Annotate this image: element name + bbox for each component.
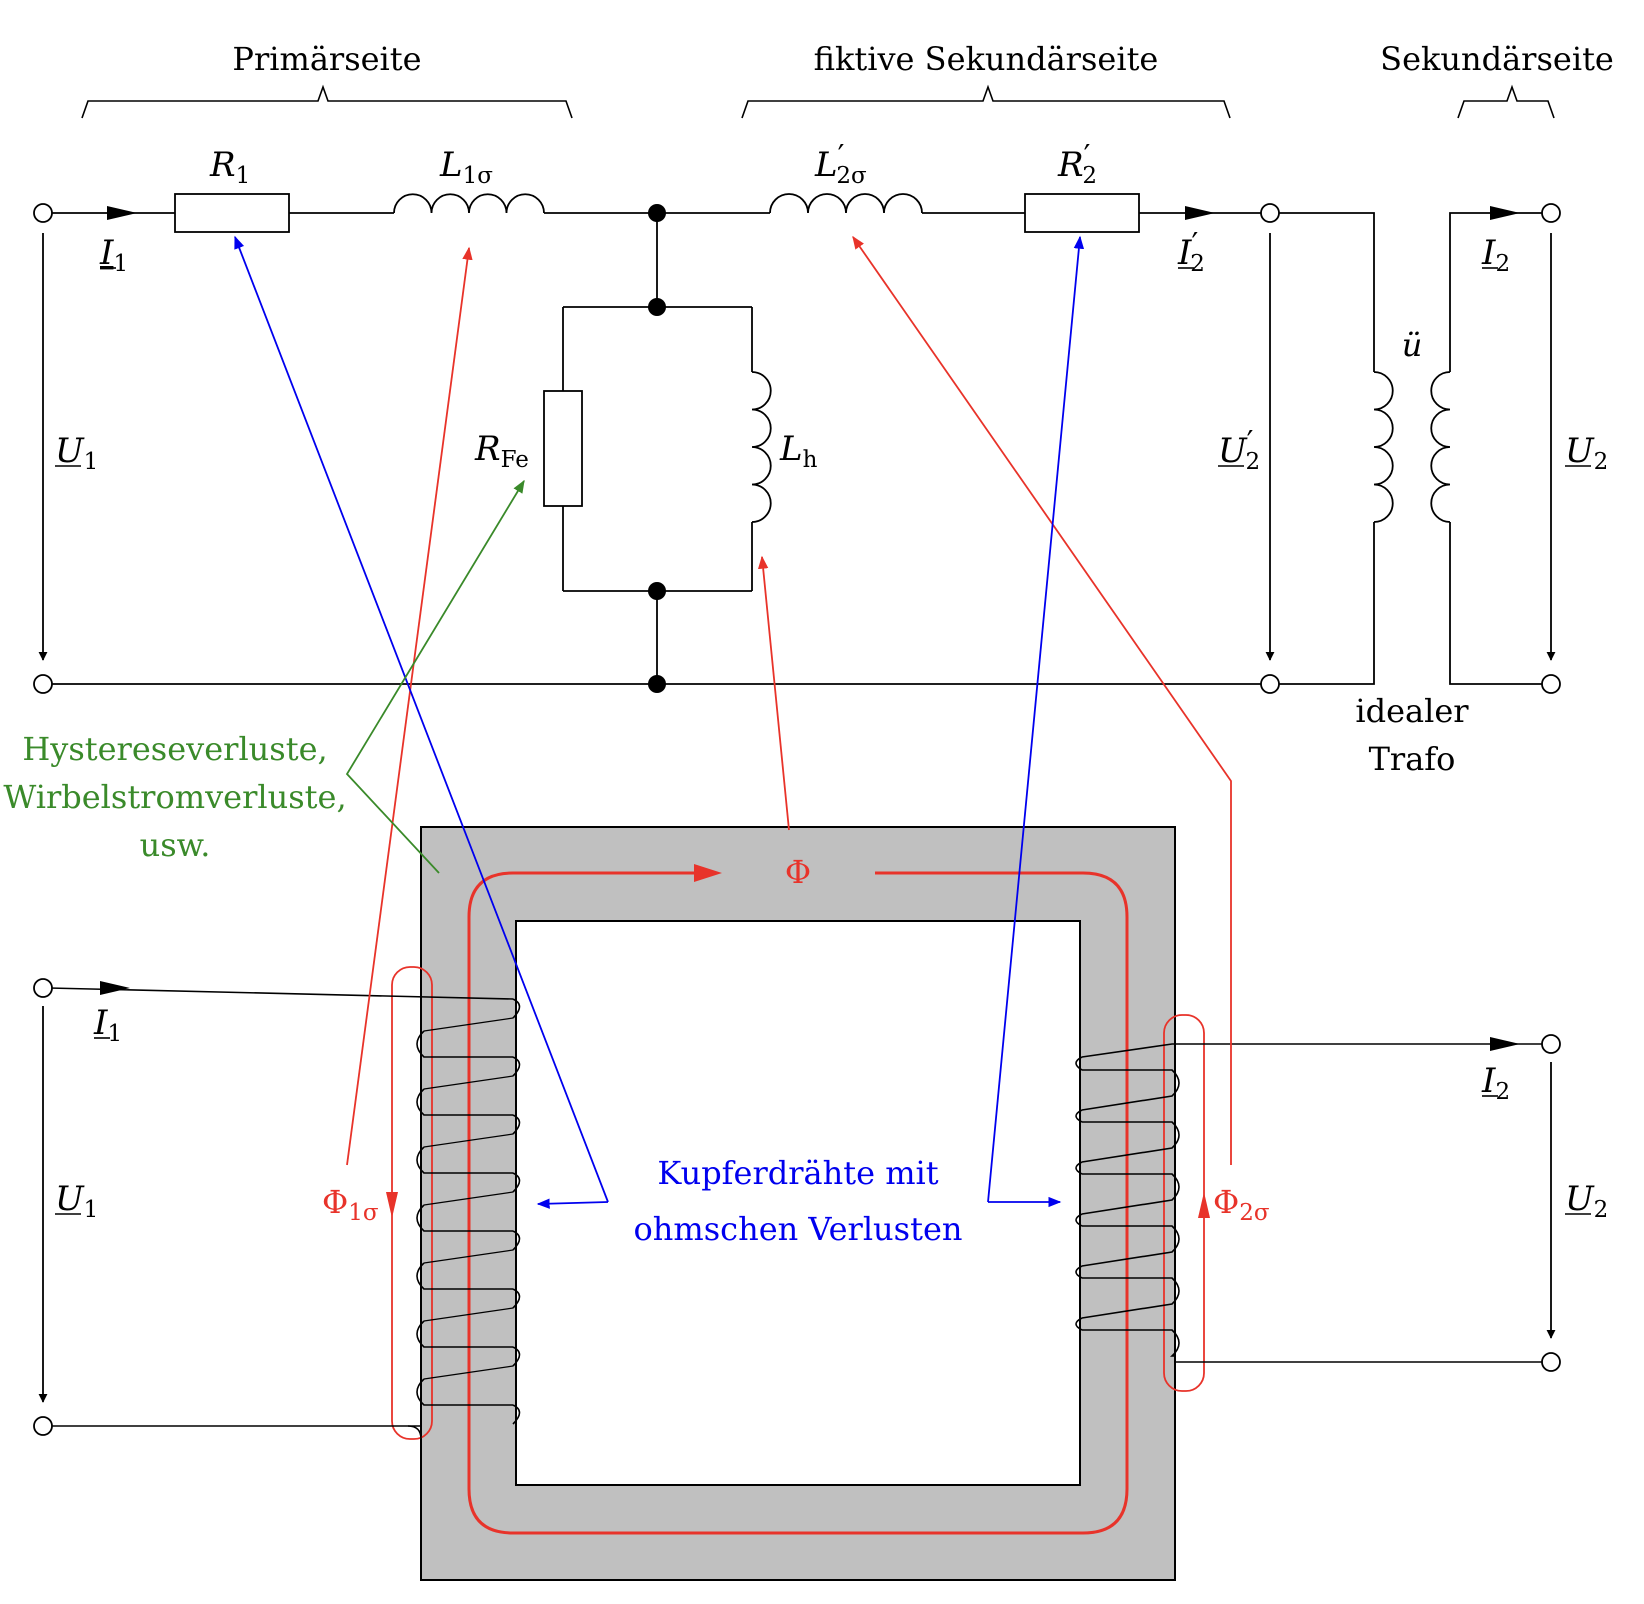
brace-label-secondary: Sekundärseite bbox=[1380, 40, 1614, 78]
label-i2-bottom: I2 bbox=[1481, 1061, 1510, 1105]
resistor-r2-prime bbox=[1024, 193, 1140, 233]
main-flux-path bbox=[467, 871, 1129, 1535]
label-r1: R1 bbox=[209, 145, 250, 189]
brace-primary bbox=[81, 84, 573, 119]
losses-note: Hystereseverluste, Wirbelstromverluste, … bbox=[3, 730, 346, 864]
svg-text:ohmschen Verlusten: ohmschen Verlusten bbox=[634, 1210, 963, 1248]
svg-text:Kupferdrähte mit: Kupferdrähte mit bbox=[657, 1154, 938, 1192]
label-u1-bottom: U1 bbox=[55, 1179, 98, 1223]
label-lh: Lh bbox=[779, 429, 818, 473]
inductor-lh bbox=[751, 371, 772, 523]
label-u2-bottom: U2 bbox=[1565, 1179, 1608, 1223]
label-r2-prime: R′2 bbox=[1057, 139, 1097, 189]
leakage-flux-arrow-primary bbox=[386, 1192, 398, 1218]
resistor-r1 bbox=[174, 193, 290, 233]
primary-winding bbox=[48, 987, 521, 1440]
brace-fictive-secondary bbox=[741, 84, 1231, 119]
brace-secondary bbox=[1457, 84, 1555, 119]
primary-winding-rear bbox=[423, 1017, 514, 1380]
svg-text:Hystereseverluste,: Hystereseverluste, bbox=[22, 730, 327, 768]
label-main-flux: Φ bbox=[785, 853, 811, 891]
current-arrows-bottom bbox=[100, 981, 1520, 1051]
label-leakage-flux-primary: Φ1σ bbox=[322, 1183, 379, 1226]
transformer-core bbox=[420, 826, 1176, 1581]
label-turns-ratio: ü bbox=[1402, 326, 1423, 364]
annotation-arrows-red bbox=[346, 235, 1232, 1166]
resistor-rfe bbox=[543, 390, 583, 507]
ideal-transformer-primary-coil bbox=[1373, 371, 1394, 523]
label-i2-prime-top: I′2 bbox=[1177, 227, 1205, 277]
label-ideal-transformer-line1: idealer bbox=[1355, 692, 1469, 730]
brace-label-fictive-secondary: fiktive Sekundärseite bbox=[814, 40, 1159, 78]
voltage-arrows-top bbox=[38, 233, 1556, 661]
brace-label-primary: Primärseite bbox=[232, 40, 421, 78]
inductor-l1-sigma bbox=[393, 193, 545, 214]
annotation-arrows-green bbox=[345, 479, 525, 874]
ideal-transformer-secondary-coil bbox=[1430, 371, 1451, 523]
svg-text:usw.: usw. bbox=[140, 826, 211, 864]
secondary-winding bbox=[1075, 1043, 1543, 1363]
svg-text:Wirbelstromverluste,: Wirbelstromverluste, bbox=[3, 778, 346, 816]
label-rfe: RFe bbox=[474, 429, 529, 473]
copper-note: Kupferdrähte mit ohmschen Verlusten bbox=[634, 1154, 963, 1248]
label-u2-top: U2 bbox=[1565, 431, 1608, 475]
label-i2-top: I2 bbox=[1481, 233, 1510, 277]
label-leakage-flux-secondary: Φ2σ bbox=[1213, 1183, 1270, 1226]
label-l1-sigma: L1σ bbox=[439, 145, 493, 189]
label-l2-sigma-prime: L′2σ bbox=[814, 139, 867, 189]
label-i1-bottom: I1 bbox=[93, 1003, 122, 1047]
junction-dots bbox=[648, 204, 666, 693]
leakage-flux-arrow-secondary bbox=[1198, 1192, 1210, 1218]
inductor-l2-sigma-prime bbox=[769, 193, 923, 214]
label-ideal-transformer-line2: Trafo bbox=[1369, 740, 1456, 778]
annotation-arrows-blue bbox=[234, 235, 1085, 1209]
voltage-arrows-bottom bbox=[38, 1006, 1556, 1403]
terminals-top bbox=[33, 203, 1561, 694]
label-u1-top: U1 bbox=[55, 431, 98, 475]
main-flux-arrowhead bbox=[694, 864, 722, 882]
terminals-bottom bbox=[33, 978, 1561, 1436]
label-u2-prime-top: U′2 bbox=[1218, 425, 1260, 475]
label-i1-top: I1 bbox=[99, 233, 128, 277]
current-arrows-top bbox=[107, 206, 1520, 220]
